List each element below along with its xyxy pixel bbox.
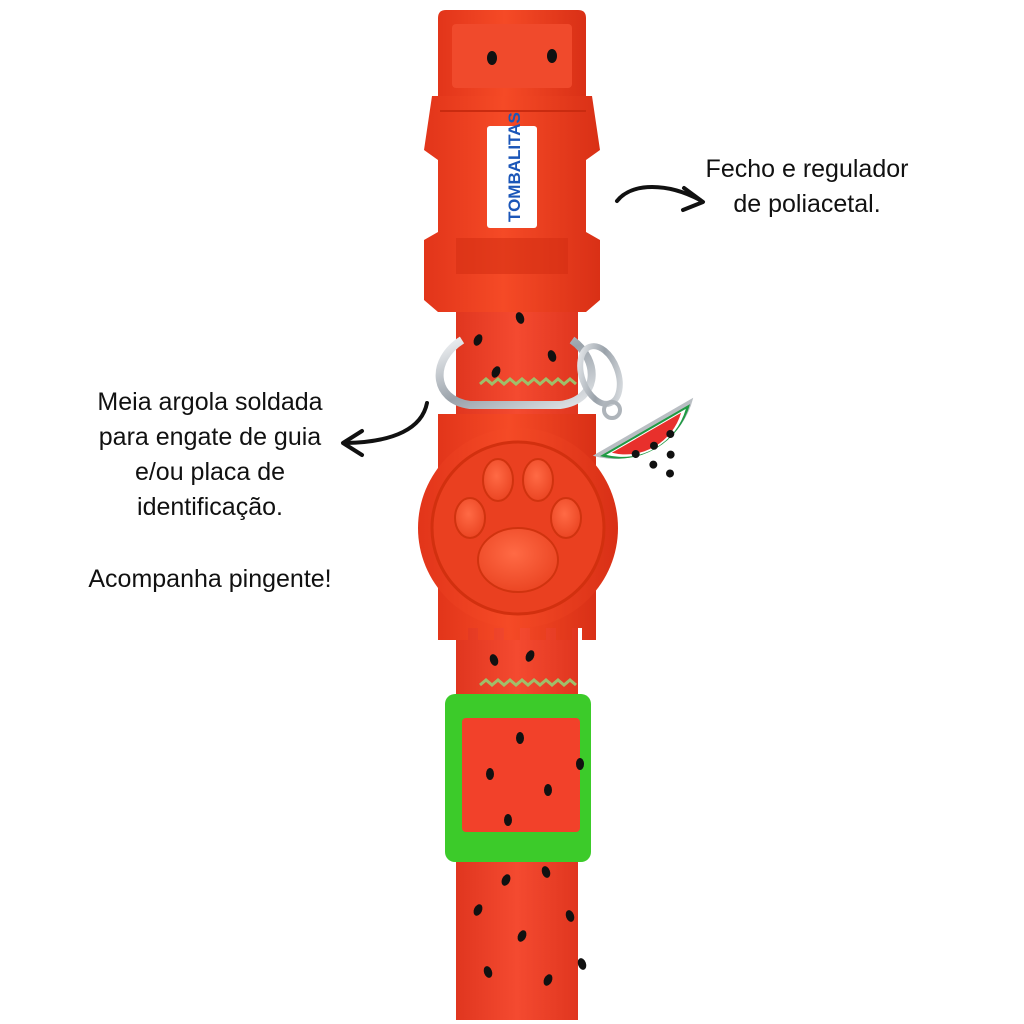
seed-dot: [543, 974, 553, 986]
buckle-callout: Fecho e regulador de poliacetal.: [672, 152, 942, 222]
strap-keeper: [445, 694, 591, 862]
watermelon-pendant: [577, 343, 694, 478]
seed-dot: [489, 654, 499, 666]
d-ring: [435, 336, 596, 409]
seed-dot: [547, 350, 557, 362]
curved-arrow-icon: [341, 401, 429, 457]
collar-strap: [456, 270, 578, 1020]
seed-dot: [473, 904, 483, 916]
watermelon-pendant-icon: [592, 397, 694, 478]
seed-dot: [483, 966, 493, 978]
ring-callout: Meia argola soldada para engate de guia …: [60, 385, 360, 525]
seed-dot: [577, 958, 587, 970]
seed-dot: [565, 910, 575, 922]
seed-dot: [473, 334, 483, 346]
seed-dot: [501, 874, 511, 886]
ring-callout-line1: Meia argola soldada: [97, 388, 323, 416]
seed-dot: [541, 866, 551, 878]
ring-callout-line3: e/ou placa de: [134, 458, 286, 486]
ring-callout-line4: identificação.: [137, 493, 283, 521]
seed-dot: [515, 312, 525, 324]
seed-dot: [491, 366, 501, 378]
buckle-bottom: [418, 414, 618, 640]
paw-print-icon: [454, 458, 582, 593]
seed-dot: [517, 930, 527, 942]
stitching-lower: [479, 678, 577, 687]
seed-dot: [525, 650, 535, 662]
brand-logo: TOMBALITAS: [487, 112, 537, 228]
curved-arrow-icon: [615, 185, 705, 212]
brand-logo-text: TOMBALITAS: [505, 112, 524, 222]
ring-callout-line2: para engate de guia: [98, 423, 322, 451]
buckle-callout-line2: de poliacetal.: [733, 190, 881, 218]
buckle-callout-line1: Fecho e regulador: [705, 155, 909, 183]
pendant-callout: Acompanha pingente!: [88, 565, 332, 593]
stitching-upper: [479, 377, 577, 386]
